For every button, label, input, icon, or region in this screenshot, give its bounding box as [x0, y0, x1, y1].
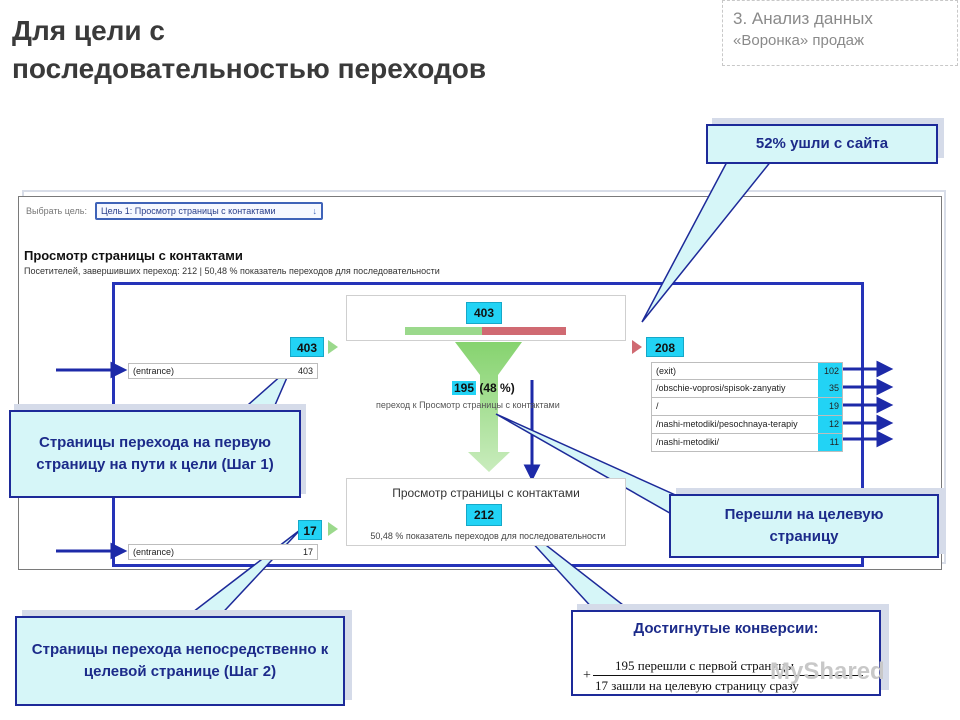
section-label: 3. Анализ данных «Воронка» продаж [722, 0, 958, 66]
slide-title-line1: Для цели с [12, 15, 165, 46]
step2-title: Просмотр страницы с контактами [392, 486, 580, 500]
step2-entrance-total: 17 [298, 520, 322, 540]
exit-page: / [656, 401, 659, 411]
section-number: 3. Анализ данных [733, 9, 873, 28]
step2-entry-arrow [328, 522, 338, 536]
goal-subtitle: Посетителей, завершивших переход: 212 | … [24, 266, 440, 276]
step1-entrance-value: 403 [297, 366, 313, 376]
exit-count: 12 [818, 416, 842, 433]
callout-conversions: Достигнутые конверсии: 195 перешли с пер… [571, 610, 881, 696]
slide-title: Для цели с последовательностью переходов [12, 12, 652, 88]
chevron-down-icon: ↓ [312, 206, 318, 216]
proceeded-count: 195 [452, 381, 477, 395]
formula-plus: + [583, 668, 591, 683]
goal-select[interactable]: Цель 1: Просмотр страницы с контактами ↓ [95, 202, 323, 220]
step2-entrance-row[interactable]: (entrance) 17 [128, 544, 318, 560]
formula-divider [593, 675, 863, 676]
exit-page: /obschie-voprosi/spisok-zanyatiy [656, 383, 786, 393]
step2-entrance-value: 17 [302, 547, 313, 557]
proceeded-stat: 195 (48 %) [452, 381, 515, 395]
pointer-exit [641, 159, 774, 323]
step1-entrance-total: 403 [290, 337, 324, 357]
exit-count: 102 [818, 363, 842, 380]
exit-page: /nashi-metodiki/ [656, 437, 720, 447]
step2-entrance-label: (entrance) [133, 547, 175, 557]
step1-exit-arrow [632, 340, 642, 354]
watermark: MyShared [770, 658, 885, 685]
exit-row[interactable]: / 19 [651, 398, 843, 416]
formula-line1: 195 перешли с первой страницы [615, 658, 794, 673]
callout-goal: Перешли на целевую страницу [669, 494, 939, 558]
goal-select-label: Выбрать цель: [26, 206, 87, 216]
proceeded-pct: (48 %) [479, 381, 515, 395]
section-name: «Воронка» продаж [733, 32, 865, 49]
step1-visitors: 403 [466, 302, 502, 324]
proceed-bar [405, 327, 482, 335]
formula-line2: 17 зашли на целевую страницу сразу [595, 678, 799, 693]
step1-exit-total: 208 [646, 337, 684, 357]
exit-row[interactable]: /obschie-voprosi/spisok-zanyatiy 35 [651, 380, 843, 398]
goal-select-value: Цель 1: Просмотр страницы с контактами [101, 206, 276, 216]
exit-row[interactable]: /nashi-metodiki/pesochnaya-terapiy 12 [651, 416, 843, 434]
goal-title: Просмотр страницы с контактами [24, 248, 243, 263]
exit-row[interactable]: /nashi-metodiki/11 [651, 434, 843, 452]
step1-entrance-row[interactable]: (entrance) 403 [128, 363, 318, 379]
exit-page: /nashi-metodiki/pesochnaya-terapiy [656, 419, 798, 429]
exit-count: 19 [818, 398, 842, 415]
exit-table: (exit) 102 /obschie-voprosi/spisok-zanyat… [651, 362, 843, 452]
exit-row[interactable]: (exit) 102 [651, 362, 843, 380]
funnel-shape [455, 342, 522, 472]
proceeded-caption: переход к Просмотр страницы с контактами [376, 400, 560, 410]
step1-entrance-label: (entrance) [133, 366, 175, 376]
exit-bar [482, 327, 566, 335]
conversions-title: Достигнутые конверсии: [633, 620, 819, 637]
step1-entry-arrow [328, 340, 338, 354]
step2-conversions: 212 [466, 504, 502, 526]
slide-title-line2: последовательностью переходов [12, 53, 487, 84]
exit-count: 35 [818, 380, 842, 397]
callout-step1: Страницы перехода на первую страницу на … [9, 410, 301, 498]
step2-rate: 50,48 % показатель переходов для последо… [370, 531, 606, 541]
exit-page: (exit) [656, 366, 676, 376]
callout-exit: 52% ушли с сайта [706, 124, 938, 164]
exit-count: 11 [818, 434, 842, 451]
callout-step2: Страницы перехода непосредственно к целе… [15, 616, 345, 706]
